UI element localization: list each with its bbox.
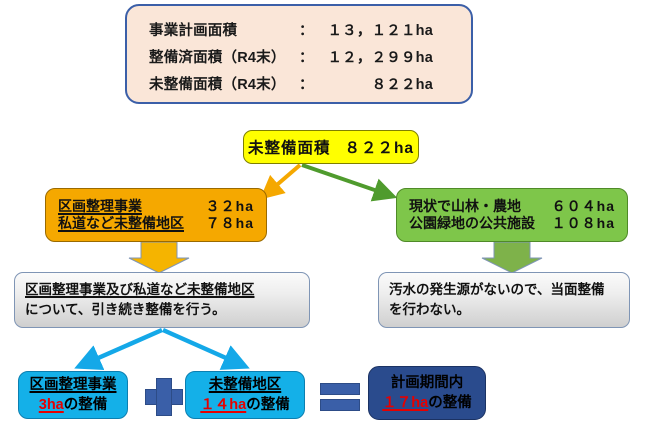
summary-panel: 事業計画面積 ： １３，１２１ha 整備済面積（R4末） ： １２，２９９ha …	[125, 4, 473, 104]
equals-operator-icon	[320, 383, 360, 411]
summary-row: 事業計画面積 ： １３，１２１ha	[149, 16, 461, 42]
result-a-amount-line: 3haの整備	[39, 395, 108, 415]
arrow-left-branch-to-note	[128, 241, 190, 274]
result-a-amount: 3ha	[38, 397, 64, 413]
summary-row-label: 整備済面積（R4末）	[149, 49, 286, 66]
root-box-value: ８２２ha	[344, 140, 415, 157]
root-box-unimproved-area: 未整備面積 ８２２ha	[243, 130, 419, 164]
note-left-line-text: について、引き続き整備を行う。	[25, 302, 226, 317]
arrow-note-to-result-b	[162, 327, 250, 370]
result-a-title: 区画整理事業	[29, 376, 117, 393]
summary-row-value: ８２２ha	[371, 76, 433, 93]
branch-right-row-label: 公園緑地の公共施設	[409, 215, 535, 231]
plus-operator-icon	[145, 378, 183, 416]
arrow-root-to-left-branch	[259, 163, 302, 200]
note-box-continue-improvement: 区画整理事業及び私道など未整備地区 について、引き続き整備を行う。	[14, 272, 310, 328]
result-b-suffix: の整備	[246, 397, 290, 413]
branch-right-row: 現状で山林・農地 ６０４ha	[409, 198, 615, 216]
result-box-unimproved-district: 未整備地区 １４haの整備	[185, 371, 305, 419]
result-total-amount: １７ha	[382, 395, 429, 411]
result-a-suffix: の整備	[63, 397, 108, 413]
summary-row-colon: ：	[299, 49, 314, 66]
root-box-label: 未整備面積	[247, 140, 331, 157]
summary-row-colon: ：	[299, 76, 314, 93]
branch-right-row: 公園緑地の公共施設 １０８ha	[409, 215, 615, 233]
branch-left-row: 私道など未整備地区 ７８ha	[58, 215, 254, 233]
result-total-title: 計画期間内	[390, 374, 464, 391]
branch-left-row-label: 私道など未整備地区	[58, 215, 184, 231]
branch-left-row: 区画整理事業 ３２ha	[58, 198, 254, 216]
branch-left-row-value: ７８ha	[205, 215, 254, 231]
result-box-plan-period-total: 計画期間内 １７haの整備	[368, 366, 486, 420]
summary-row-value: １２，２９９ha	[327, 49, 433, 66]
branch-left-row-value: ３２ha	[205, 197, 254, 214]
branch-right-row-value: ６０４ha	[551, 197, 615, 214]
note-left-line: 区画整理事業及び私道など未整備地区	[15, 280, 309, 300]
branch-right-row-label: 現状で山林・農地	[409, 197, 521, 214]
result-b-amount: １４ha	[200, 397, 247, 413]
branch-box-land-readjustment: 区画整理事業 ３２ha 私道など未整備地区 ７８ha	[45, 188, 267, 242]
result-total-amount-line: １７haの整備	[382, 393, 471, 413]
result-total-suffix: の整備	[428, 395, 472, 411]
branch-right-row-value: １０８ha	[551, 215, 615, 231]
arrow-root-to-right-branch	[301, 163, 398, 202]
note-right-line-text: を行わない。	[389, 302, 470, 317]
result-b-amount-line: １４haの整備	[200, 395, 289, 415]
branch-box-forest-farmland: 現状で山林・農地 ６０４ha 公園緑地の公共施設 １０８ha	[396, 188, 628, 242]
note-left-line: について、引き続き整備を行う。	[15, 300, 309, 320]
summary-row: 整備済面積（R4末） ： １２，２９９ha	[149, 43, 461, 69]
note-box-no-improvement: 汚水の発生源がないので、当面整備 を行わない。	[378, 272, 630, 328]
note-right-line: 汚水の発生源がないので、当面整備	[379, 280, 629, 300]
branch-left-row-label: 区画整理事業	[58, 197, 142, 214]
arrow-right-branch-to-note	[481, 241, 543, 274]
summary-row-colon: ：	[299, 22, 314, 39]
note-right-line: を行わない。	[379, 300, 629, 320]
summary-row-label: 未整備面積（R4末）	[149, 76, 286, 93]
summary-row: 未整備面積（R4末） ： ８２２ha	[149, 70, 461, 96]
result-box-land-readjustment: 区画整理事業 3haの整備	[18, 371, 128, 419]
result-b-title: 未整備地区	[208, 376, 282, 393]
summary-row-label: 事業計画面積	[149, 22, 238, 39]
note-left-line-text: 区画整理事業及び私道など未整備地区	[25, 281, 255, 297]
summary-row-value: １３，１２１ha	[327, 22, 433, 39]
arrow-note-to-result-a	[74, 327, 163, 371]
note-right-line-text: 汚水の発生源がないので、当面整備	[389, 281, 605, 297]
